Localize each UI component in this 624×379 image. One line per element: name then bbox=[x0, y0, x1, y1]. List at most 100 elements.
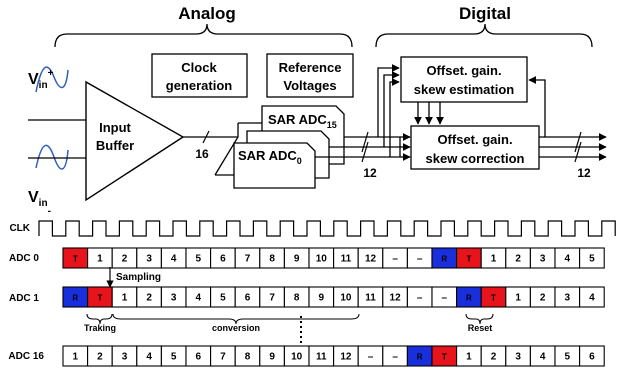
timing-cell-label: 3 bbox=[171, 293, 177, 304]
timing-cell-label: T bbox=[73, 255, 78, 264]
timing-cell-label: 1 bbox=[97, 254, 103, 265]
bus12b-slash-1 bbox=[574, 131, 582, 153]
traking-label: Traking bbox=[84, 323, 116, 333]
timing-cell bbox=[579, 247, 605, 269]
timing-cell-label: R bbox=[466, 294, 472, 303]
analog-title: Analog bbox=[178, 4, 236, 23]
reset-label: Reset bbox=[468, 323, 493, 333]
clock-generation-block bbox=[151, 53, 248, 98]
timing-cell-label: 1 bbox=[122, 293, 128, 304]
timing-cell-label: – bbox=[392, 254, 398, 265]
reference-voltages-block bbox=[266, 53, 354, 98]
conversion-label: conversion bbox=[212, 323, 260, 333]
timing-cell-label: 10 bbox=[340, 293, 352, 304]
timing-cell-label: 3 bbox=[122, 352, 128, 363]
reset-brace bbox=[465, 313, 494, 325]
adc1-label: ADC 1 bbox=[9, 293, 39, 304]
sar-adc-0-label: SAR ADC0 bbox=[238, 148, 302, 166]
sampling-label: Sampling bbox=[116, 272, 161, 283]
buffer-fanout-line bbox=[214, 123, 239, 176]
timing-cell-label: 11 bbox=[341, 254, 352, 265]
timing-cell-label: 2 bbox=[97, 352, 103, 363]
estimation-label-1: Offset. gain. bbox=[426, 63, 501, 78]
input-sine-minus-icon bbox=[35, 144, 69, 170]
reference-label-1: Reference bbox=[279, 60, 342, 75]
timing-cell-label: 8 bbox=[294, 293, 300, 304]
reference-label-2: Voltages bbox=[283, 78, 336, 93]
timing-cell-label: R bbox=[417, 353, 423, 362]
timing-cell-label: T bbox=[491, 294, 496, 303]
timing-cell-label: 6 bbox=[589, 352, 595, 363]
timing-cell-label: 3 bbox=[515, 352, 521, 363]
correction-label-2: skew correction bbox=[426, 151, 525, 166]
bus12b-slash-2 bbox=[574, 141, 582, 163]
timing-cell-label: R bbox=[441, 255, 447, 264]
timing-cell-label: T bbox=[466, 255, 471, 264]
timing-cell-label: 4 bbox=[196, 293, 202, 304]
timing-cell-label: 5 bbox=[196, 254, 202, 265]
digital-brace bbox=[375, 23, 593, 48]
timing-cell-label: 4 bbox=[565, 254, 571, 265]
correction-label-1: Offset. gain. bbox=[437, 132, 512, 147]
timing-cell-label: 9 bbox=[294, 254, 300, 265]
vin-minus-label: Vin- bbox=[28, 189, 51, 217]
timing-cell-label: 11 bbox=[316, 352, 327, 363]
input-buffer-triangle bbox=[85, 80, 185, 202]
timing-cell-label: 4 bbox=[540, 352, 546, 363]
tap-1 bbox=[377, 64, 400, 137]
bus12a-slash-2 bbox=[361, 141, 369, 163]
timing-cell-label: 5 bbox=[565, 352, 571, 363]
clk-waveform bbox=[38, 220, 616, 237]
timing-cell-label: 4 bbox=[589, 293, 595, 304]
timing-cell-label: 1 bbox=[73, 352, 79, 363]
timing-cell-label: 2 bbox=[491, 352, 497, 363]
timing-cell-label: 2 bbox=[122, 254, 128, 265]
timing-cell-label: 5 bbox=[171, 352, 177, 363]
timing-cell-label: 9 bbox=[319, 293, 325, 304]
timing-cell-label: 8 bbox=[245, 352, 251, 363]
timing-cell-label: 7 bbox=[220, 352, 226, 363]
timing-cell-label: 11 bbox=[365, 293, 376, 304]
timing-cell-label: 2 bbox=[515, 254, 521, 265]
bus16-label: 16 bbox=[195, 147, 209, 161]
timing-cell-label: R bbox=[72, 294, 78, 303]
timing-cell-label: 9 bbox=[269, 352, 275, 363]
timing-cell-label: 2 bbox=[540, 293, 546, 304]
timing-cell-label: – bbox=[417, 254, 423, 265]
timing-cell-label: 10 bbox=[316, 254, 328, 265]
timing-cell-label: – bbox=[368, 352, 374, 363]
digital-title: Digital bbox=[459, 4, 511, 23]
sar-adc-0-block bbox=[233, 142, 316, 189]
timing-cell-label: T bbox=[97, 294, 102, 303]
timing-cell-label: 3 bbox=[146, 254, 152, 265]
timing-cell-label: 5 bbox=[220, 293, 226, 304]
timing-cell-label: 12 bbox=[365, 254, 377, 265]
bus12a-slash-1 bbox=[361, 131, 369, 153]
tap-3 bbox=[389, 78, 400, 157]
conversion-brace bbox=[112, 313, 360, 325]
timing-cell-label: 6 bbox=[220, 254, 226, 265]
skew-estimation-block bbox=[400, 56, 528, 103]
buffer-label-1: Input bbox=[99, 120, 131, 135]
input-sine-plus-icon bbox=[35, 66, 69, 93]
timing-cell-label: 6 bbox=[196, 352, 202, 363]
traking-brace bbox=[86, 313, 113, 325]
clock-label-1: Clock bbox=[181, 60, 217, 75]
timing-cell-label: 7 bbox=[245, 254, 251, 265]
sar-adc-15-label: SAR ADC15 bbox=[268, 112, 337, 130]
timing-cell-label: 3 bbox=[565, 293, 571, 304]
analog-brace bbox=[54, 23, 353, 48]
adc16-label: ADC 16 bbox=[8, 351, 44, 362]
timing-cell-label: T bbox=[442, 353, 447, 362]
timing-cell-label: – bbox=[392, 352, 398, 363]
timing-cell-label: 12 bbox=[340, 352, 352, 363]
bus12-out-label: 12 bbox=[577, 166, 591, 180]
estimation-label-2: skew estimation bbox=[414, 82, 514, 97]
vin-plus-label: Vin+ bbox=[28, 68, 54, 91]
timing-cell-label: 1 bbox=[466, 352, 472, 363]
